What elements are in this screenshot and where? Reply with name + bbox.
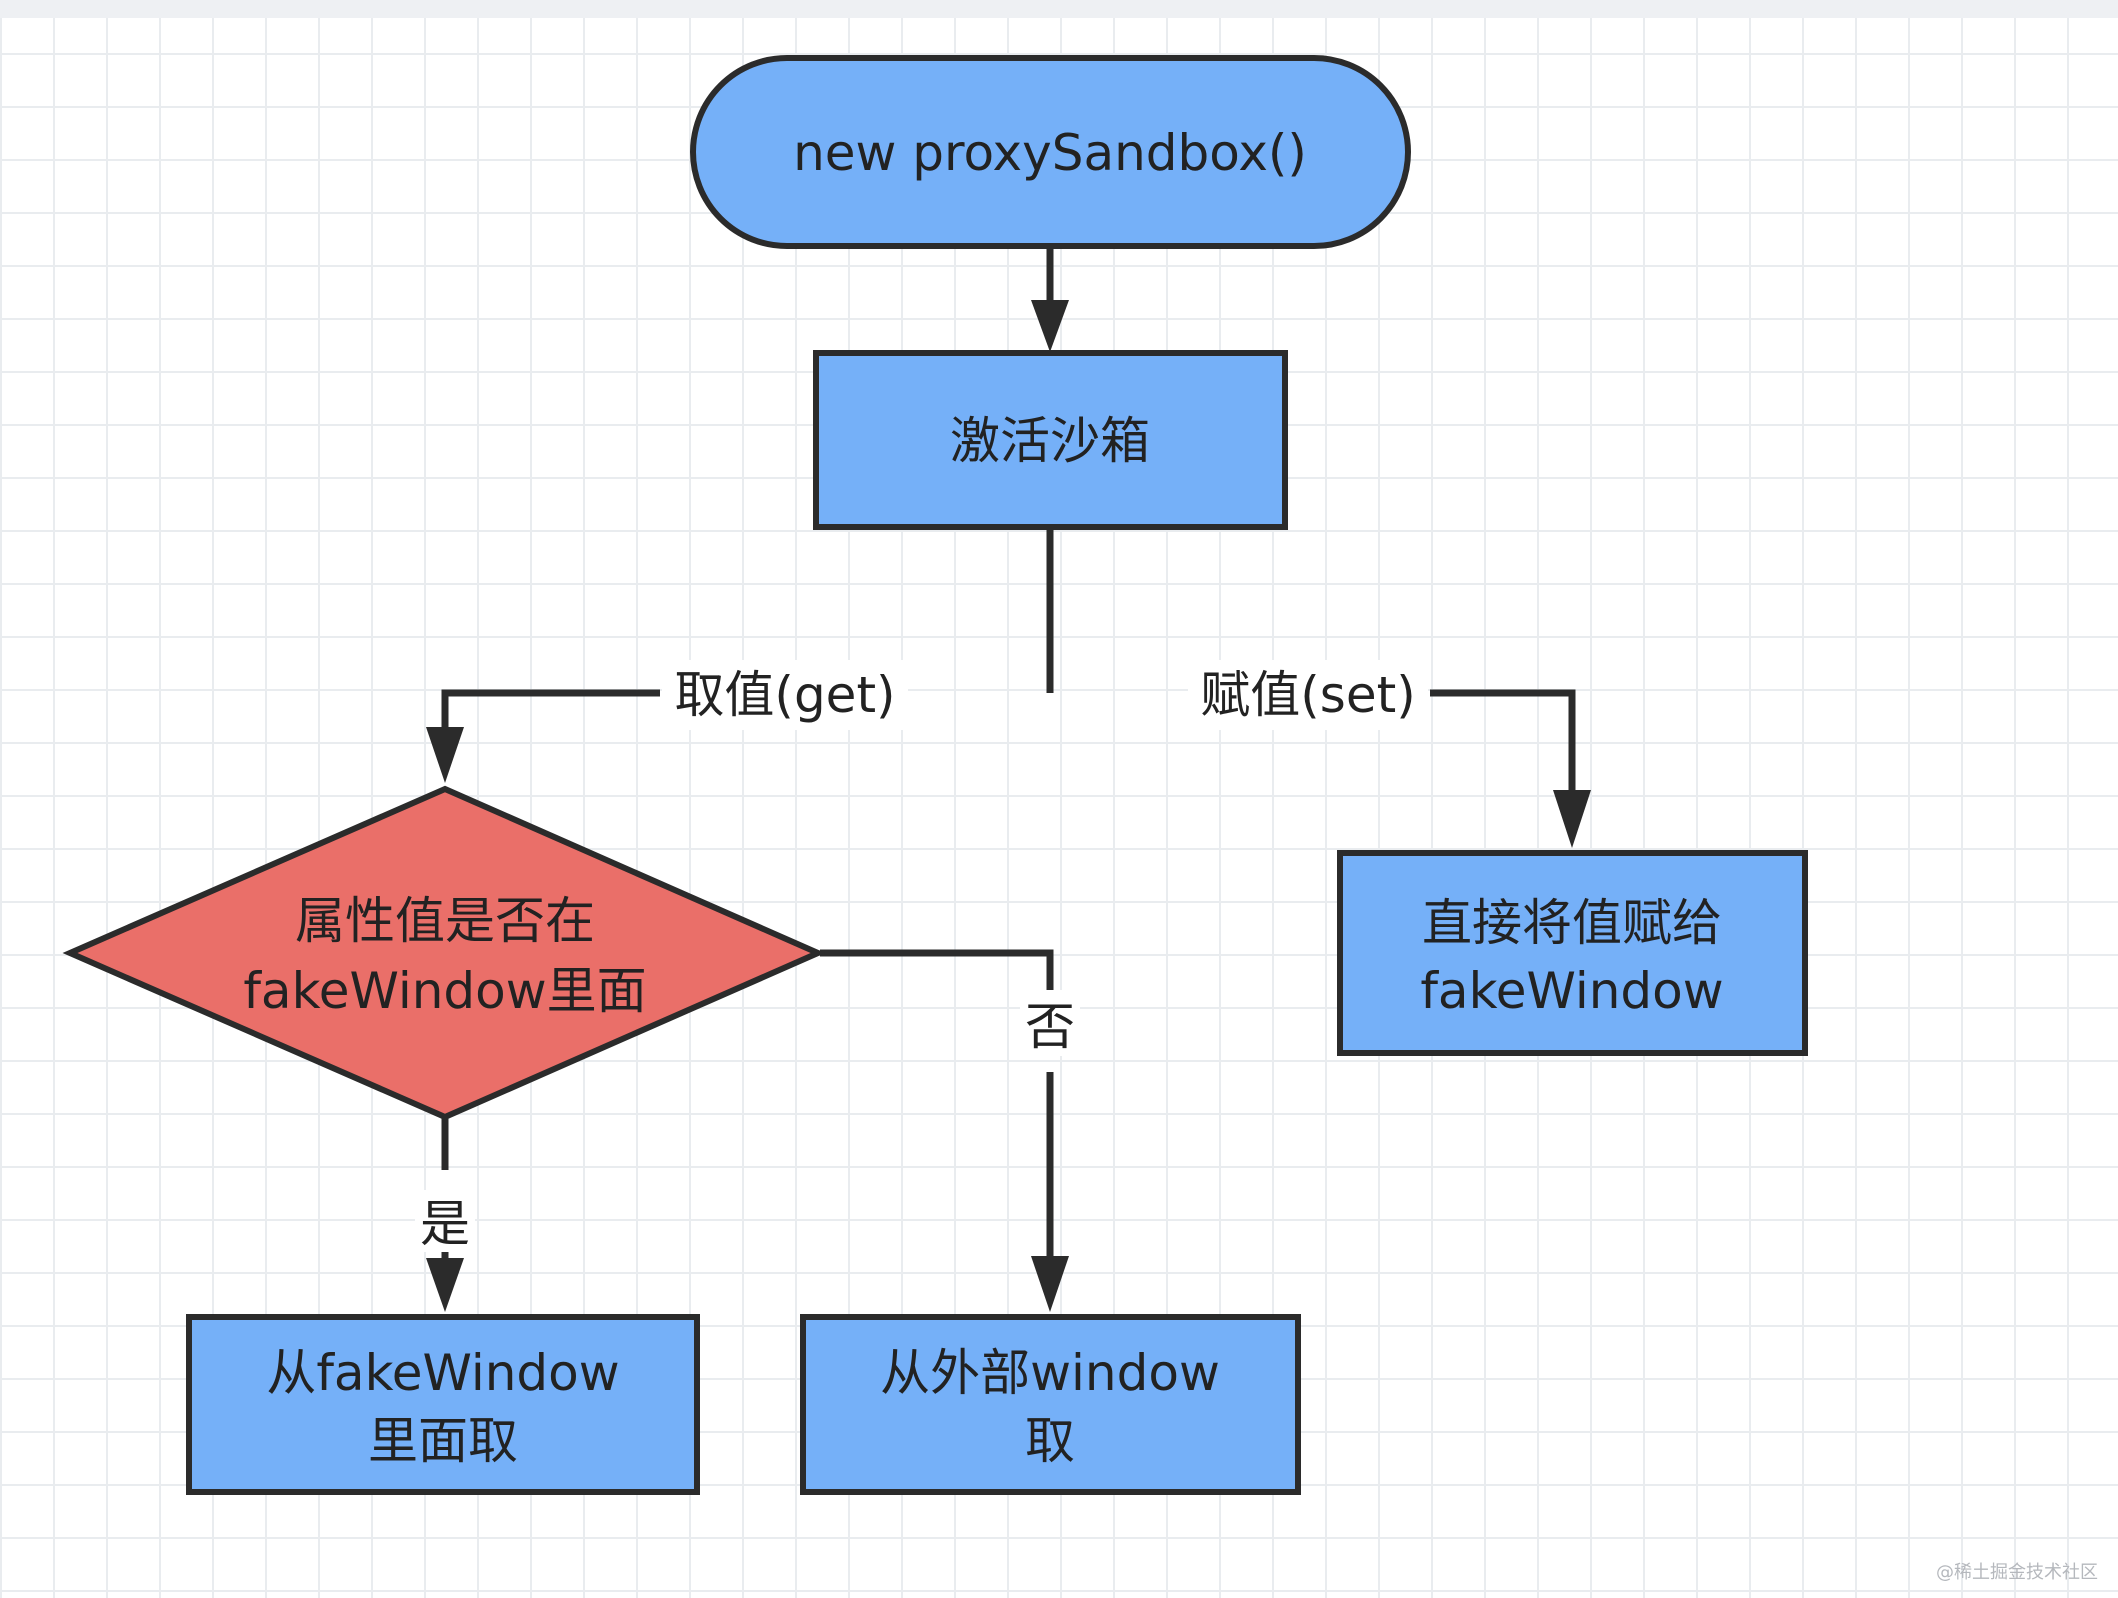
set-direct-label-line2: fakeWindow bbox=[1420, 962, 1723, 1020]
node-start: new proxySandbox() bbox=[690, 55, 1411, 249]
yes-label-backdrop bbox=[415, 1190, 475, 1252]
set-direct-label-line1: 直接将值赋给 bbox=[1422, 894, 1722, 952]
connectors bbox=[441, 248, 1576, 1262]
node-activate: 激活沙箱 bbox=[813, 350, 1288, 530]
watermark: @稀土掘金技术社区 bbox=[1936, 1562, 2098, 1583]
from-window-process-shape bbox=[800, 1314, 1301, 1495]
decision-shape bbox=[62, 785, 826, 1121]
start-terminal-shape bbox=[690, 55, 1411, 249]
from-window-label-line2: 取 bbox=[1025, 1412, 1075, 1470]
edge-label-set: 赋值(set) bbox=[1200, 666, 1415, 724]
from-fake-process-shape bbox=[186, 1314, 700, 1495]
edge-get-branch bbox=[441, 689, 660, 745]
arrowhead-from-fake bbox=[426, 1258, 464, 1312]
decision-label-line2: fakeWindow里面 bbox=[243, 962, 646, 1020]
edge-label-yes: 是 bbox=[420, 1195, 470, 1253]
no-label-backdrop bbox=[1020, 990, 1080, 1056]
arrowhead-set-direct bbox=[1553, 790, 1591, 848]
set-label-backdrop bbox=[1188, 660, 1428, 730]
activate-process-shape bbox=[813, 350, 1288, 530]
edge-set-branch bbox=[1430, 689, 1576, 805]
edge-label-no: 否 bbox=[1025, 998, 1075, 1056]
arrowheads bbox=[426, 300, 1591, 1312]
node-from-window: 从外部window 取 bbox=[800, 1314, 1301, 1495]
decision-label-line1: 属性值是否在 bbox=[295, 892, 595, 950]
top-bar bbox=[0, 0, 2118, 18]
get-label-backdrop bbox=[662, 660, 908, 730]
arrowhead-from-window bbox=[1031, 1256, 1069, 1312]
edge-labels: 取值(get) 赋值(set) 否 是 bbox=[415, 660, 1428, 1253]
start-label: new proxySandbox() bbox=[793, 124, 1307, 182]
edge-no-branch-top bbox=[820, 949, 1054, 1003]
arrowhead-decision bbox=[426, 727, 464, 783]
arrowhead-activate bbox=[1031, 300, 1069, 352]
from-fake-label-line2: 里面取 bbox=[368, 1412, 518, 1470]
edge-label-get: 取值(get) bbox=[674, 666, 895, 724]
from-fake-label-line1: 从fakeWindow bbox=[266, 1344, 619, 1402]
activate-label: 激活沙箱 bbox=[950, 412, 1150, 470]
from-window-label-line1: 从外部window bbox=[880, 1344, 1220, 1402]
node-from-fake: 从fakeWindow 里面取 bbox=[186, 1314, 700, 1495]
node-set-direct: 直接将值赋给 fakeWindow bbox=[1337, 850, 1808, 1056]
set-direct-process-shape bbox=[1337, 850, 1808, 1056]
node-decision: 属性值是否在 fakeWindow里面 bbox=[62, 785, 826, 1121]
